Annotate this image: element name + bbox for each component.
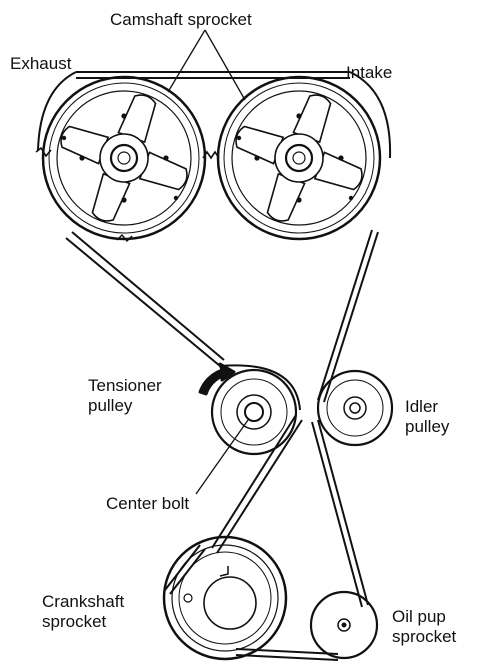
oil-pump-sprocket-label: Oil pup sprocket — [392, 607, 456, 647]
intake-label: Intake — [346, 63, 393, 82]
tensioner-pulley-label: Tensioner pulley — [88, 376, 162, 416]
crankshaft-sprocket-label: Crankshaft sprocket — [42, 592, 124, 632]
oil-pump-sprocket — [309, 590, 379, 660]
crankshaft-sprocket-label-line-2: sprocket — [42, 612, 107, 631]
timing-belt — [37, 71, 392, 661]
tensioner-pulley-label-line-2: pulley — [88, 396, 133, 415]
crankshaft-sprocket-label-line-1: Crankshaft — [42, 592, 125, 611]
oil-pump-sprocket-label-line-2: sprocket — [392, 627, 457, 646]
center-bolt-label: Center bolt — [106, 494, 190, 513]
curved-arrow-icon — [198, 362, 236, 396]
leader-lines — [167, 29, 249, 495]
crankshaft-sprocket — [162, 535, 288, 661]
idler-pulley — [316, 369, 394, 447]
camshaft-sprocket-label: Camshaft sprocket — [110, 10, 252, 29]
intake-camshaft-sprocket — [218, 77, 380, 239]
timing-mark-center — [202, 150, 220, 160]
tensioner-pulley-label-line-1: Tensioner — [88, 376, 162, 395]
oil-pump-sprocket-label-line-1: Oil pup — [392, 607, 446, 626]
timing-mark-bottom — [116, 233, 133, 243]
idler-pulley-label: Idler pulley — [405, 397, 449, 437]
idler-pulley-label-line-2: pulley — [405, 417, 450, 436]
exhaust-camshaft-sprocket — [43, 77, 205, 239]
exhaust-label: Exhaust — [10, 54, 72, 73]
tensioner-pulley — [210, 368, 298, 456]
idler-pulley-label-line-1: Idler — [405, 397, 439, 416]
